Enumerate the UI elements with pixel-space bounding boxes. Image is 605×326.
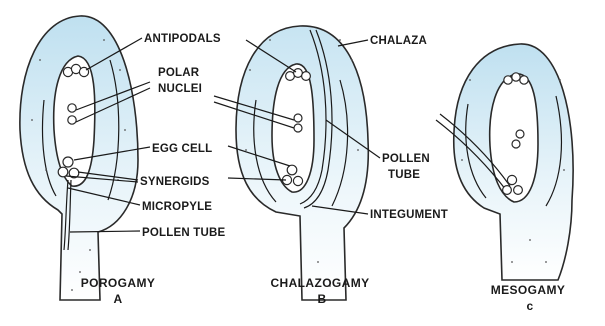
ovule-c-synergid [514, 186, 523, 195]
captions: POROGAMY A CHALAZOGAMY B MESOGAMY c [81, 276, 566, 313]
ovule-a-polar-nucleus [68, 116, 76, 124]
ovule-c-polar-nucleus [516, 130, 524, 138]
ovule-a-polar-nucleus [68, 104, 76, 112]
ovule-c-antipodal-cell [504, 76, 512, 84]
ovule-b-polar-nucleus [294, 124, 302, 132]
ovule-c-antipodal-cell [520, 76, 528, 84]
label-pollen-tube-b-line2: TUBE [388, 169, 420, 181]
ovule-a-porogamy [20, 16, 138, 300]
ovule-b-polar-nucleus [294, 114, 302, 122]
ovule-c-polar-nucleus [512, 140, 520, 148]
label-micropyle: MICROPYLE [142, 201, 212, 213]
ovule-a-synergid [58, 167, 68, 177]
ovule-b-chalazogamy [236, 26, 368, 300]
label-synergids: SYNERGIDS [140, 176, 210, 188]
ovule-c-egg-cell [507, 175, 516, 184]
label-polar-nuclei-line2: NUCLEI [158, 83, 202, 95]
ovule-a-egg-cell [63, 157, 73, 167]
ovule-c-antipodal-cell [512, 73, 520, 81]
ovule-b-egg-cell [287, 165, 297, 175]
label-pollen-tube-b-line1: POLLEN [382, 153, 430, 165]
label-chalaza: CHALAZA [370, 35, 427, 47]
label-antipodals: ANTIPODALS [144, 33, 221, 45]
caption-letter-c: c [526, 299, 533, 313]
ovule-b-antipodal-cell [302, 72, 311, 81]
ovule-b-synergid [293, 176, 302, 185]
label-polar-nuclei-line1: POLAR [158, 67, 200, 79]
ovule-c-synergid [503, 186, 512, 195]
label-integument: INTEGUMENT [370, 209, 448, 221]
caption-title-a: POROGAMY [81, 276, 156, 290]
caption-letter-b: B [317, 292, 326, 306]
label-egg-cell: EGG CELL [152, 143, 212, 155]
caption-title-c: MESOGAMY [491, 283, 566, 297]
label-pollen-tube-a: POLLEN TUBE [142, 227, 225, 239]
ovule-c-mesogamy [436, 44, 573, 280]
caption-title-b: CHALAZOGAMY [270, 276, 369, 290]
caption-letter-a: A [113, 292, 122, 306]
leader-chalaza [338, 40, 368, 46]
